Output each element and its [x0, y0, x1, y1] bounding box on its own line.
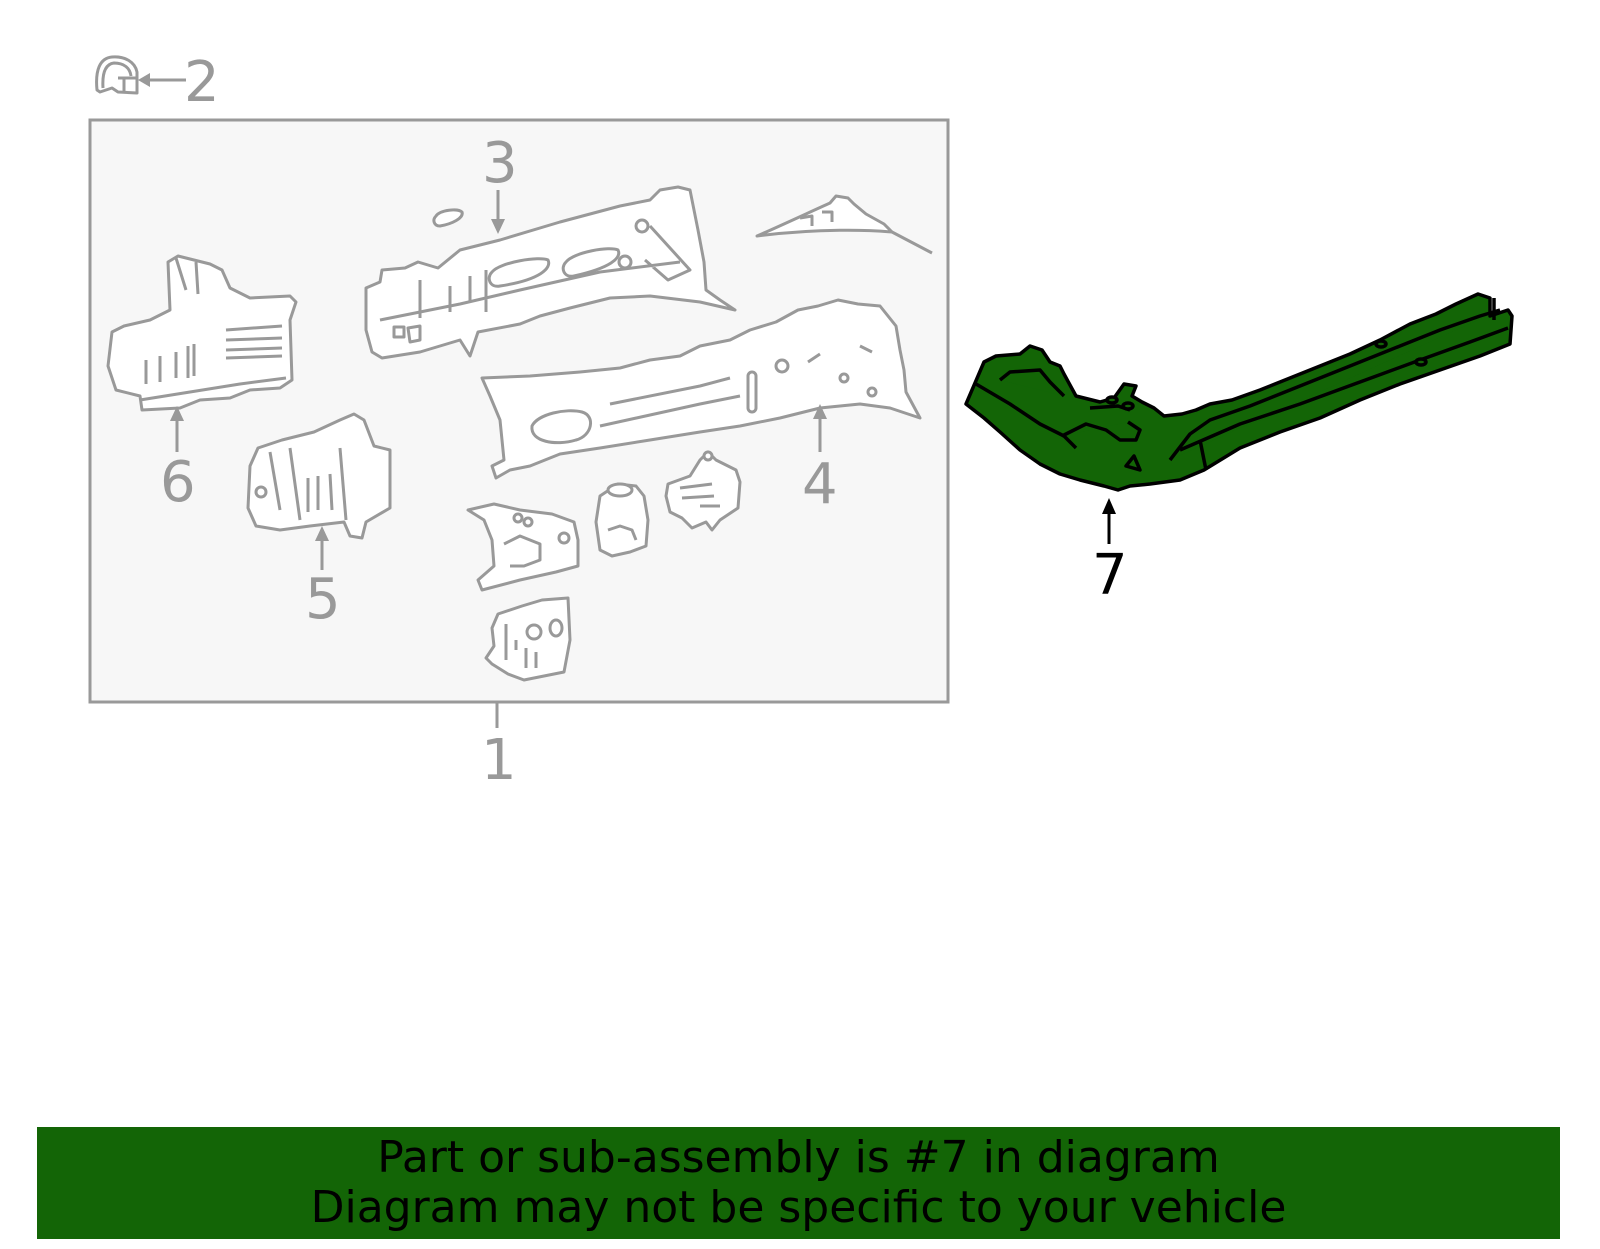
callout-label-7[interactable]: 7: [1092, 543, 1128, 608]
info-banner: Part or sub-assembly is #7 in diagram Di…: [37, 1127, 1560, 1239]
part-1-bracket-d[interactable]: [484, 596, 572, 682]
callout-5-arrow: [315, 526, 329, 570]
callout-label-6[interactable]: 6: [160, 450, 196, 515]
banner-disclaimer: Diagram may not be specific to your vehi…: [310, 1182, 1287, 1233]
callout-label-4[interactable]: 4: [802, 452, 838, 517]
banner-part-note: Part or sub-assembly is #7 in diagram: [377, 1132, 1220, 1183]
part-5-mount[interactable]: [246, 412, 392, 540]
part-4-lower-rail[interactable]: [480, 298, 922, 480]
part-1-bracket-a[interactable]: [466, 502, 580, 592]
callout-3-arrow: [491, 190, 505, 234]
callout-6-arrow: [170, 406, 184, 452]
callout-label-2[interactable]: 2: [184, 50, 220, 115]
callout-label-5[interactable]: 5: [305, 567, 341, 632]
callout-2-arrow: [138, 73, 186, 87]
part-4-curved-bracket[interactable]: [755, 194, 933, 255]
callout-4-arrow: [813, 404, 827, 452]
callout-label-1[interactable]: 1: [481, 728, 517, 793]
part-7-highlighted-rail[interactable]: [964, 292, 1514, 492]
callout-label-3[interactable]: 3: [482, 131, 518, 196]
part-1-bracket-b[interactable]: [594, 482, 650, 558]
part-6-bracket[interactable]: [106, 254, 298, 412]
part-1-bracket-c[interactable]: [664, 450, 742, 532]
callout-7-arrow: [1102, 498, 1116, 544]
part-3-upper-rail[interactable]: [364, 185, 737, 360]
part-2-clip[interactable]: [95, 55, 139, 95]
